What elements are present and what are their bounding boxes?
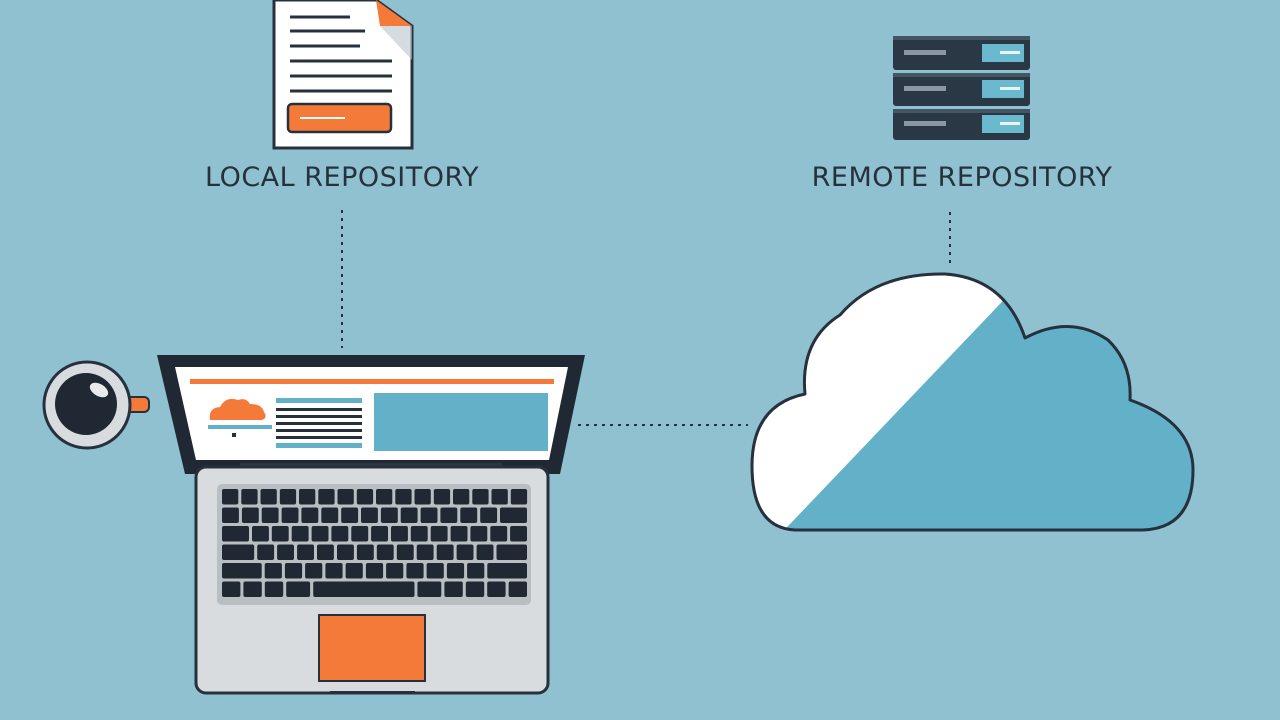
keyboard-key bbox=[460, 507, 478, 523]
keyboard-key bbox=[510, 489, 528, 505]
keyboard-key bbox=[480, 507, 498, 523]
keyboard-key bbox=[279, 489, 297, 505]
keyboard-key bbox=[496, 544, 527, 560]
keyboard-key bbox=[222, 507, 239, 523]
keyboard-key bbox=[433, 489, 451, 505]
keyboard-key bbox=[371, 526, 388, 542]
keyboard-key bbox=[313, 581, 415, 597]
keyboard-key bbox=[331, 526, 349, 542]
keyboard-key bbox=[476, 544, 494, 560]
keyboard-key bbox=[222, 489, 239, 505]
keyboard-key bbox=[318, 489, 335, 505]
keyboard-key bbox=[260, 489, 277, 505]
keyboard-key bbox=[264, 581, 284, 597]
local-repository-label: LOCAL REPOSITORY bbox=[204, 162, 480, 193]
keyboard-key bbox=[376, 544, 394, 560]
keyboard-key bbox=[417, 581, 442, 597]
keyboard-key bbox=[356, 544, 374, 560]
keyboard-key bbox=[299, 489, 316, 505]
keyboard-key bbox=[410, 526, 428, 542]
keyboard-key bbox=[446, 563, 465, 579]
dotted-connectors bbox=[341, 210, 951, 426]
keyboard-key bbox=[284, 563, 303, 579]
remote-repository-label: REMOTE REPOSITORY bbox=[811, 162, 1113, 193]
keyboard bbox=[222, 489, 528, 597]
keyboard-key bbox=[420, 507, 438, 523]
keyboard-key bbox=[321, 507, 339, 523]
keyboard-key bbox=[252, 526, 269, 542]
keyboard-key bbox=[491, 489, 508, 505]
keyboard-key bbox=[414, 489, 431, 505]
keyboard-key bbox=[472, 489, 489, 505]
keyboard-key bbox=[430, 526, 448, 542]
laptop-icon bbox=[157, 355, 585, 695]
keyboard-key bbox=[365, 563, 384, 579]
keyboard-key bbox=[386, 563, 404, 579]
keyboard-key bbox=[337, 544, 354, 560]
keyboard-key bbox=[406, 563, 424, 579]
cloud-icon bbox=[750, 272, 1195, 532]
keyboard-key bbox=[487, 563, 527, 579]
keyboard-key bbox=[341, 507, 359, 523]
keyboard-key bbox=[361, 507, 378, 523]
keyboard-key bbox=[356, 489, 374, 505]
keyboard-key bbox=[376, 489, 393, 505]
keyboard-key bbox=[241, 489, 258, 505]
keyboard-key bbox=[317, 544, 334, 560]
document-icon bbox=[272, 0, 414, 150]
keyboard-key bbox=[465, 581, 485, 597]
keyboard-key bbox=[510, 526, 527, 542]
coffee-cup-icon bbox=[42, 360, 150, 450]
keyboard-key bbox=[311, 526, 329, 542]
keyboard-key bbox=[416, 544, 434, 560]
keyboard-key bbox=[297, 544, 314, 560]
keyboard-key bbox=[351, 526, 369, 542]
keyboard-key bbox=[222, 563, 262, 579]
keyboard-key bbox=[222, 526, 249, 542]
server-rack-icon bbox=[893, 36, 1030, 140]
keyboard-key bbox=[241, 507, 259, 523]
keyboard-key bbox=[453, 489, 470, 505]
keyboard-key bbox=[444, 581, 463, 597]
keyboard-key bbox=[450, 526, 468, 542]
keyboard-key bbox=[396, 544, 414, 560]
keyboard-key bbox=[264, 563, 282, 579]
keyboard-key bbox=[440, 507, 458, 523]
keyboard-key bbox=[222, 581, 241, 597]
keyboard-key bbox=[487, 581, 506, 597]
keyboard-key bbox=[467, 563, 485, 579]
keyboard-key bbox=[286, 581, 311, 597]
keyboard-key bbox=[291, 526, 309, 542]
keyboard-key bbox=[271, 526, 289, 542]
keyboard-key bbox=[395, 489, 412, 505]
keyboard-key bbox=[391, 526, 408, 542]
keyboard-key bbox=[470, 526, 488, 542]
keyboard-key bbox=[222, 544, 255, 560]
keyboard-key bbox=[301, 507, 319, 523]
keyboard-key bbox=[305, 563, 323, 579]
keyboard-key bbox=[325, 563, 343, 579]
keyboard-key bbox=[500, 507, 527, 523]
keyboard-key bbox=[436, 544, 454, 560]
keyboard-key bbox=[257, 544, 275, 560]
keyboard-key bbox=[277, 544, 294, 560]
keyboard-key bbox=[426, 563, 444, 579]
keyboard-key bbox=[400, 507, 418, 523]
keyboard-key bbox=[337, 489, 354, 505]
keyboard-key bbox=[456, 544, 474, 560]
keyboard-key bbox=[281, 507, 299, 523]
keyboard-key bbox=[380, 507, 398, 523]
keyboard-key bbox=[243, 581, 262, 597]
keyboard-key bbox=[508, 581, 527, 597]
keyboard-key bbox=[490, 526, 508, 542]
keyboard-key bbox=[261, 507, 279, 523]
keyboard-key bbox=[345, 563, 363, 579]
